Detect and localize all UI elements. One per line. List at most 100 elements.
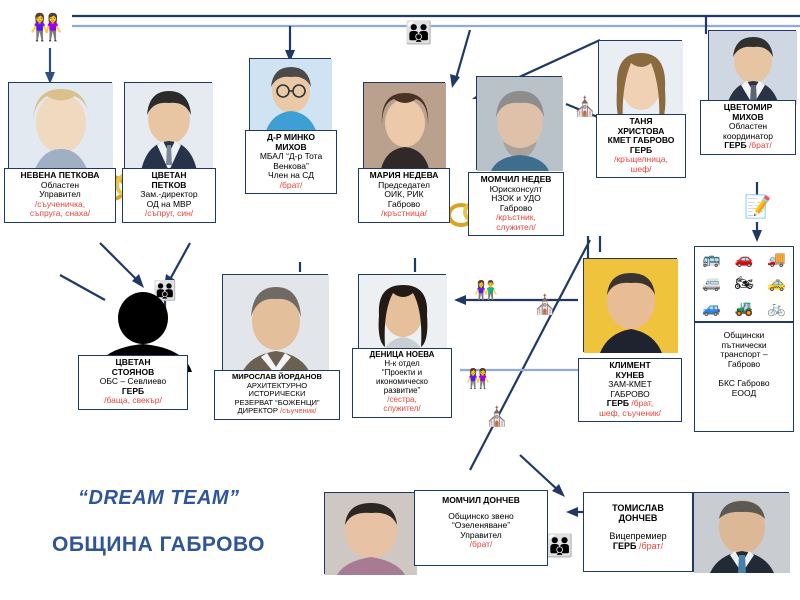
- bus-icon: 🚌: [701, 250, 721, 268]
- card-tsvetan-petkov[interactable]: [124, 82, 213, 171]
- person-relation: служител/: [383, 403, 421, 413]
- person-relation: /съученичка,: [34, 198, 86, 209]
- transport-caption-line: Габрово: [727, 358, 761, 369]
- person-role: ГАБРОВО: [610, 388, 650, 399]
- card-nevena-petkova[interactable]: [8, 82, 113, 181]
- person-name: КЛИМЕНТ: [609, 360, 651, 370]
- person-party: ГЕРБ: [121, 385, 145, 396]
- person-name: ЦВЕТАН: [115, 357, 151, 367]
- bicycle-icon: 🚲: [767, 300, 786, 318]
- person-relation: /кръщелница,: [614, 154, 668, 165]
- label-maria-nedeva: МАРИЯ НЕДЕВА Председател ОИК, РИК Габров…: [358, 168, 450, 223]
- person-relation: /кръстница/: [381, 208, 427, 219]
- transport-caption-line: пътнически: [721, 339, 767, 350]
- person-party: ГЕРБ: [612, 541, 639, 552]
- label-tsvetan-petkov: ЦВЕТАН ПЕТКОВ Зам.-директор ОД на МВР /с…: [122, 168, 216, 223]
- avatar-nevena-petkova: [9, 83, 113, 181]
- avatar-momchil-nedev: [477, 77, 563, 171]
- person-party: ГЕРБ: [606, 398, 632, 409]
- avatar-tsvetan-petkov: [125, 83, 213, 171]
- avatar-denitsa-noeva: [359, 275, 447, 357]
- card-momchil-nedev[interactable]: [476, 76, 563, 171]
- person-name: ЦВЕТОМИР: [723, 102, 773, 112]
- label-kliment-kunev: КЛИМЕНТ КУНЕВ ЗАМ-КМЕТ ГАБРОВО ГЕРБ /бра…: [578, 358, 682, 423]
- person-role: ЗАМ-КМЕТ: [608, 379, 652, 390]
- person-role: Габрово: [499, 202, 533, 213]
- person-role: ОД на МВР: [146, 198, 192, 209]
- person-name: НЕВЕНА ПЕТКОВА: [20, 170, 100, 180]
- person-relation: /брат/: [748, 140, 772, 151]
- transport-caption-line: Общински: [723, 330, 765, 340]
- person-role: РЕЗЕРВАТ “БОЖЕНЦИ”: [234, 397, 320, 407]
- title-line-2: ОБЩИНА ГАБРОВО: [52, 533, 265, 556]
- person-role: ОБС – Севлиево: [99, 376, 167, 387]
- person-role: икономическо: [376, 376, 428, 386]
- card-maria-nedeva[interactable]: [363, 82, 446, 169]
- person-role: ДИРЕКТОР: [237, 406, 281, 415]
- family-icon-bottom: 👪: [546, 533, 574, 558]
- person-role: Габрово: [387, 198, 421, 209]
- person-role: МБАЛ “Д-р Тота: [259, 151, 323, 162]
- person-role: ОИК, РИК: [384, 189, 424, 200]
- avatar-miroslav-yordanov: [223, 275, 329, 375]
- person-role: ИСТОРИЧЕСКИ: [248, 389, 306, 398]
- title-line-1: “DREAM TEAM”: [78, 487, 240, 509]
- person-role: “Проекти и: [381, 367, 423, 377]
- person-role: КМЕТ ГАБРОВО: [607, 135, 675, 146]
- label-tomislav-donchev: ТОМИСЛАВ ДОНЧЕВ Вицепремиер ГЕРБ /брат/: [583, 492, 693, 572]
- person-role: Зам.-директор: [140, 189, 198, 200]
- card-momchil-donchev[interactable]: [324, 492, 417, 575]
- person-role: Член на СД: [268, 170, 314, 181]
- baptism-font-icon-mid: ⛪: [533, 295, 557, 316]
- person-name: МИХОВ: [732, 111, 764, 122]
- card-kliment-kunev[interactable]: [583, 258, 678, 353]
- person-name: ХРИСТОВА: [617, 125, 665, 136]
- transport-company-line: БКС Габрово: [718, 378, 770, 389]
- person-role: Вицепремиер: [609, 531, 667, 542]
- person-name: МИРОСЛАВ ЙОРДАНОВ: [231, 372, 323, 381]
- label-miroslav-yordanov: МИРОСЛАВ ЙОРДАНОВ АРХИТЕКТУРНО ИСТОРИЧЕС…: [214, 370, 340, 420]
- label-momchil-nedev: МОМЧИЛ НЕДЕВ Юрисконсулт НЗОК и УДО Габр…: [468, 172, 564, 237]
- person-name: КУНЕВ: [615, 369, 645, 380]
- two-women-icon-mid: 👭: [466, 369, 490, 390]
- person-role: Председател: [378, 179, 430, 190]
- person-role: “Озеленяване”: [451, 520, 511, 531]
- two-women-icon-top-left: 👭: [30, 12, 63, 42]
- person-role: АРХИТЕКТУРНО: [246, 380, 308, 390]
- label-momchil-donchev: МОМЧИЛ ДОНЧЕВ Общинско звено “Озеленяван…: [414, 490, 548, 566]
- person-role: НЗОК и УДО: [491, 193, 541, 204]
- transport-caption: Общински пътнически транспорт – Габрово …: [694, 322, 794, 432]
- person-name: ПЕТКОВ: [151, 179, 187, 190]
- person-name: ТАНЯ: [629, 116, 653, 126]
- label-tsvetan-stoyanov: ЦВЕТАН СТОЯНОВ ОБС – Севлиево ГЕРБ /баща…: [78, 355, 188, 410]
- sedan-icon: 🚙: [701, 300, 721, 318]
- card-tomislav-donchev[interactable]: [693, 492, 790, 573]
- person-role: Областен: [728, 121, 768, 132]
- person-relation: шеф, съученик/: [599, 407, 661, 418]
- person-name: МИХОВ: [275, 141, 307, 152]
- person-name: МОМЧИЛ ДОНЧЕВ: [442, 495, 520, 505]
- avatar-maria-nedeva: [364, 83, 446, 169]
- baptism-font-icon-tanya: ⛪: [573, 97, 597, 118]
- person-relation: /брат/: [279, 179, 303, 190]
- card-dr-minko-mihov[interactable]: [249, 58, 332, 137]
- family-icon-top-center: 👪: [405, 20, 433, 45]
- person-role: Общинско звено: [448, 510, 514, 521]
- card-miroslav-yordanov[interactable]: [222, 274, 329, 375]
- label-nevena-petkova: НЕВЕНА ПЕТКОВА Областен Управител /съуче…: [4, 168, 116, 223]
- avatar-momchil-donchev: [325, 493, 417, 575]
- person-relation: /брат/: [469, 539, 493, 550]
- avatar-tsvetomir-mihov: [709, 31, 797, 105]
- transport-company-line: ЕООД: [731, 387, 757, 398]
- person-relation: /сестра,: [387, 394, 417, 404]
- card-denitsa-noeva[interactable]: [358, 274, 447, 357]
- person-role: Управител: [39, 189, 81, 200]
- person-role: развитие”: [383, 385, 421, 395]
- avatar-kliment-kunev: [584, 259, 678, 353]
- forklift-icon: 🚜: [734, 300, 754, 318]
- avatar-tomislav-donchev: [694, 493, 790, 573]
- card-tsvetomir-mihov[interactable]: [708, 30, 797, 105]
- person-role: ГЕРБ: [629, 144, 653, 155]
- person-name: СТОЯНОВ: [111, 366, 155, 377]
